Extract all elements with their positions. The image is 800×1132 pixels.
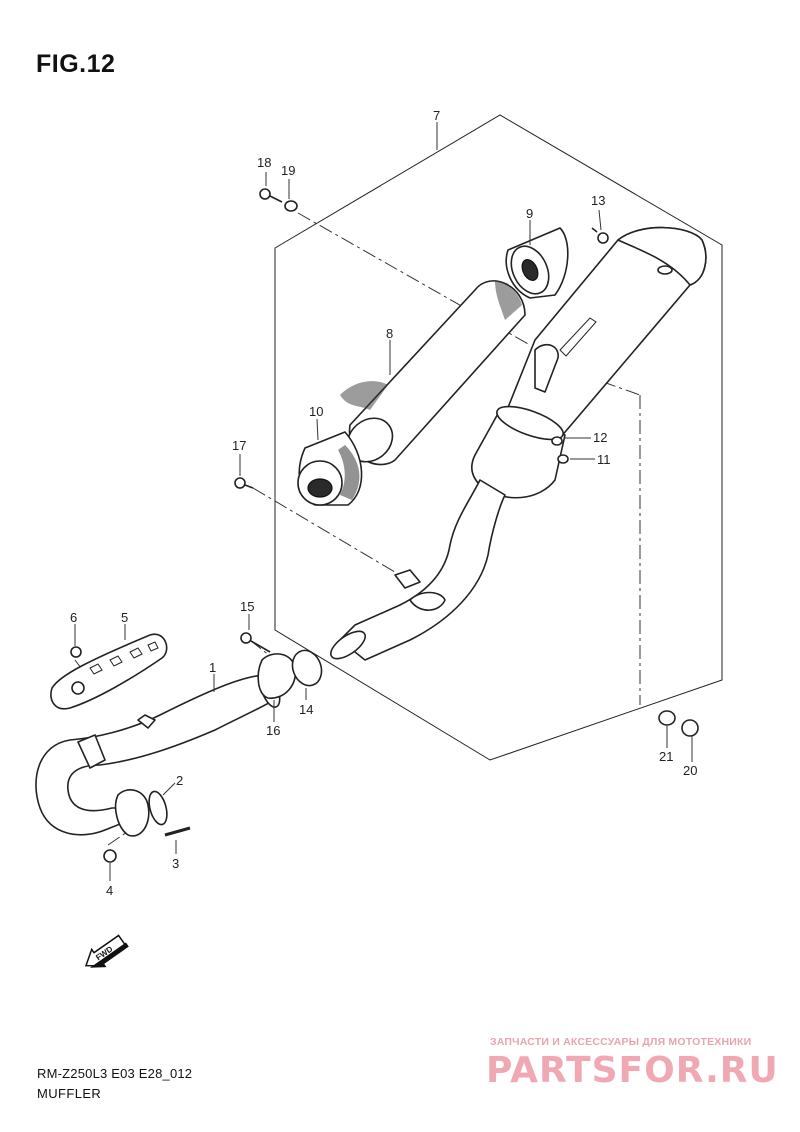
- heat-shield: [50, 633, 168, 710]
- muffler-assembly-outline: [274, 114, 723, 761]
- figure-title: FIG.12: [36, 50, 116, 78]
- cushion-20: [681, 719, 699, 737]
- bolt-18: [259, 188, 283, 203]
- watermark-tagline: ЗАПЧАСТИ И АКСЕССУАРЫ ДЛЯ МОТОТЕХНИКИ: [490, 1036, 752, 1048]
- callout-5: 5: [121, 610, 128, 625]
- watermark-brand: PARTSFOR.RU: [486, 1050, 779, 1091]
- callout-14: 14: [299, 702, 313, 717]
- silencer-packing: [340, 280, 526, 466]
- inner-cone: [297, 431, 363, 506]
- clamp-11-12: [551, 436, 569, 464]
- callout-13: 13: [591, 193, 605, 208]
- model-code: RM-Z250L3 E03 E28_012: [37, 1066, 193, 1081]
- nut-4: [103, 849, 117, 863]
- callout-7: 7: [433, 108, 440, 123]
- figure-name: MUFFLER: [37, 1086, 102, 1101]
- callout-10: 10: [309, 404, 323, 419]
- callout-1: 1: [209, 660, 216, 675]
- callout-21: 21: [659, 749, 673, 764]
- callout-15: 15: [240, 599, 254, 614]
- callout-2: 2: [176, 773, 183, 788]
- bolt-15: [240, 632, 271, 653]
- callout-8: 8: [386, 326, 393, 341]
- bolt-6: [70, 646, 82, 658]
- callout-4: 4: [106, 883, 113, 898]
- forward-arrow-icon: FWD: [84, 934, 129, 968]
- bolt-17: [234, 477, 254, 489]
- flange: [114, 789, 150, 837]
- end-cap: [505, 227, 569, 299]
- muffler-body: [330, 226, 707, 661]
- gasket-2: [148, 790, 168, 826]
- grommet-21: [658, 710, 676, 726]
- callout-11: 11: [597, 452, 611, 467]
- bolt-13: [591, 227, 609, 244]
- callout-12: 12: [593, 430, 607, 445]
- connector-14: [291, 649, 323, 687]
- callout-18: 18: [257, 155, 271, 170]
- callout-20: 20: [683, 763, 697, 778]
- clamp-16: [257, 653, 297, 699]
- callout-19: 19: [281, 163, 295, 178]
- callout-17: 17: [232, 438, 246, 453]
- callout-3: 3: [172, 856, 179, 871]
- callout-16: 16: [266, 723, 280, 738]
- washer-19: [284, 200, 298, 212]
- callout-9: 9: [526, 206, 533, 221]
- stud-3: [164, 826, 191, 837]
- callout-6: 6: [70, 610, 77, 625]
